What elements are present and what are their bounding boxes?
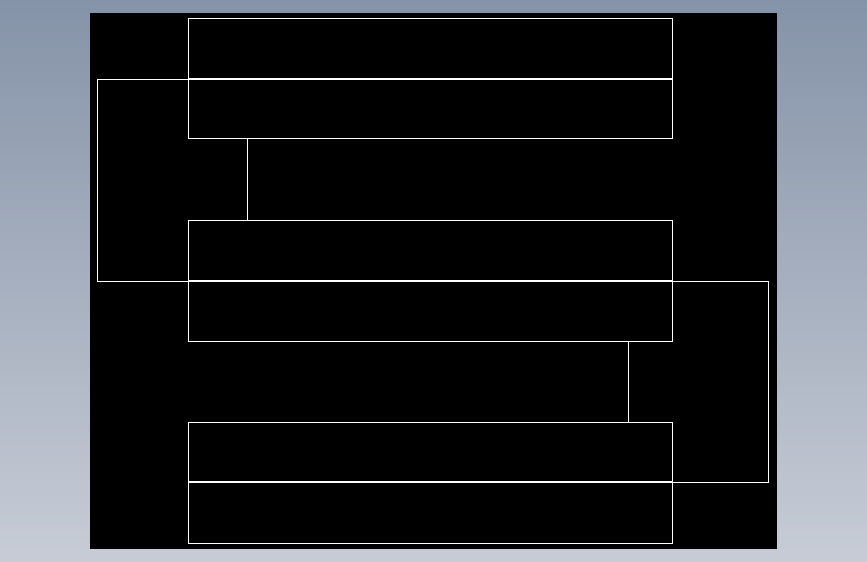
cad-drawing-viewport[interactable] bbox=[90, 13, 777, 549]
